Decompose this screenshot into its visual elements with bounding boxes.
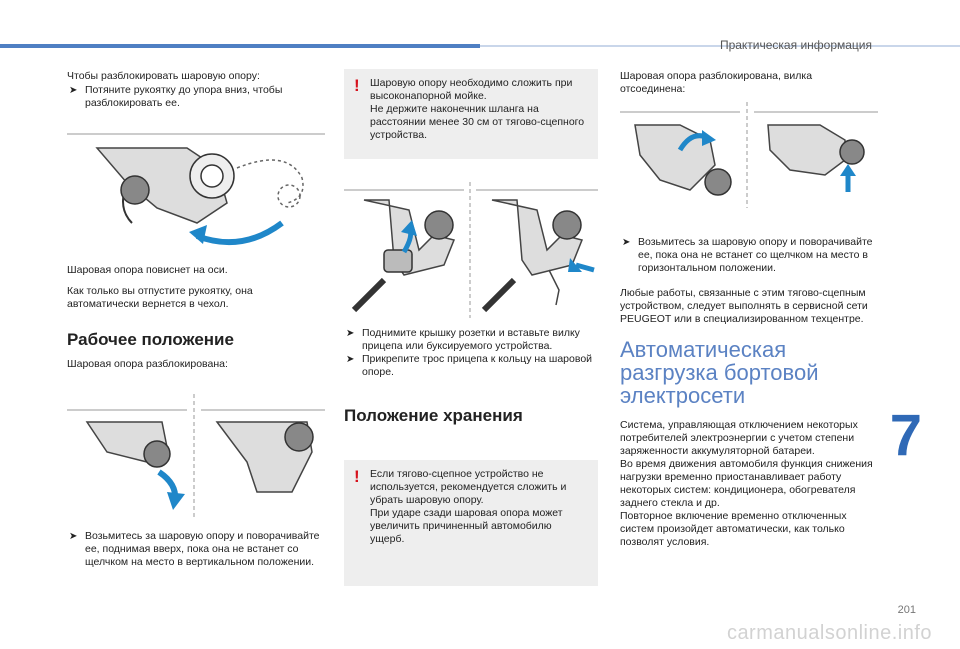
arrow-bullet-icon: ➤	[622, 237, 631, 248]
arrow-bullet-icon: ➤	[69, 85, 78, 96]
figure-storage-rotation	[620, 100, 878, 210]
warning-box-washing: ! Шаровую опору необходимо сложить при в…	[344, 69, 598, 159]
column-1: Чтобы разблокировать шаровую опору: ➤ По…	[67, 70, 325, 110]
caption-hangs: Шаровая опора повиснет на оси.	[67, 264, 228, 276]
header-accent-bar	[0, 44, 480, 48]
heading-load-shedding: Автоматическая разгрузка бортовой электр…	[620, 337, 819, 408]
socket-bullet: ➤ Поднимите крышку розетки и вставьте ви…	[346, 327, 580, 352]
figure-unlock-handle	[67, 128, 325, 258]
exclamation-icon: !	[354, 76, 360, 95]
watermark-text: carmanualsonline.info	[726, 622, 932, 644]
page-number: 201	[897, 604, 916, 616]
load-shedding-text: Система, управляющая отключением некотор…	[620, 419, 873, 548]
column-1-bottom: ➤ Возьмитесь за шаровую опору и поворачи…	[67, 530, 325, 569]
unlock-intro: Чтобы разблокировать шаровую опору:	[67, 70, 260, 82]
unlocked-text: Шаровая опора разблокирована:	[67, 358, 228, 370]
unlock-bullet: ➤ Потяните рукоятку до упора вниз, чтобы…	[69, 84, 283, 109]
arrow-bullet-icon: ➤	[346, 328, 355, 339]
figure-working-position	[67, 392, 325, 520]
cable-bullet: ➤ Прикрепите трос прицепа к кольцу на ша…	[346, 353, 593, 378]
arrow-bullet-icon: ➤	[69, 531, 78, 542]
heading-storage-position: Положение хранения	[344, 406, 523, 425]
column-2-text: ➤ Поднимите крышку розетки и вставьте ви…	[344, 327, 598, 425]
working-position-bullet: ➤ Возьмитесь за шаровую опору и поворачи…	[69, 530, 320, 568]
horizontal-bullet: ➤ Возьмитесь за шаровую опору и поворачи…	[622, 236, 873, 274]
unlocked-unplugged-text: Шаровая опора разблокирована, вилка отсо…	[620, 70, 813, 95]
header-light-bar	[480, 45, 960, 47]
section-title: Практическая информация	[719, 38, 872, 52]
warning-box-storage: ! Если тягово-сцепное устройство не испо…	[344, 460, 598, 586]
service-text: Любые работы, связанные с этим тягово-сц…	[620, 287, 868, 325]
arrow-bullet-icon: ➤	[346, 354, 355, 365]
figure-socket-and-cable	[344, 180, 598, 320]
exclamation-icon: !	[354, 467, 360, 486]
chapter-number: 7	[889, 403, 922, 468]
heading-working-position: Рабочее положение	[67, 330, 234, 349]
column-3-text: ➤ Возьмитесь за шаровую опору и поворачи…	[620, 236, 878, 557]
column-3-intro: Шаровая опора разблокирована, вилка отсо…	[620, 70, 878, 104]
auto-return-text: Как только вы отпустите рукоятку, она ав…	[67, 285, 253, 310]
column-1-lower: Шаровая опора повиснет на оси. Как тольк…	[67, 264, 325, 379]
